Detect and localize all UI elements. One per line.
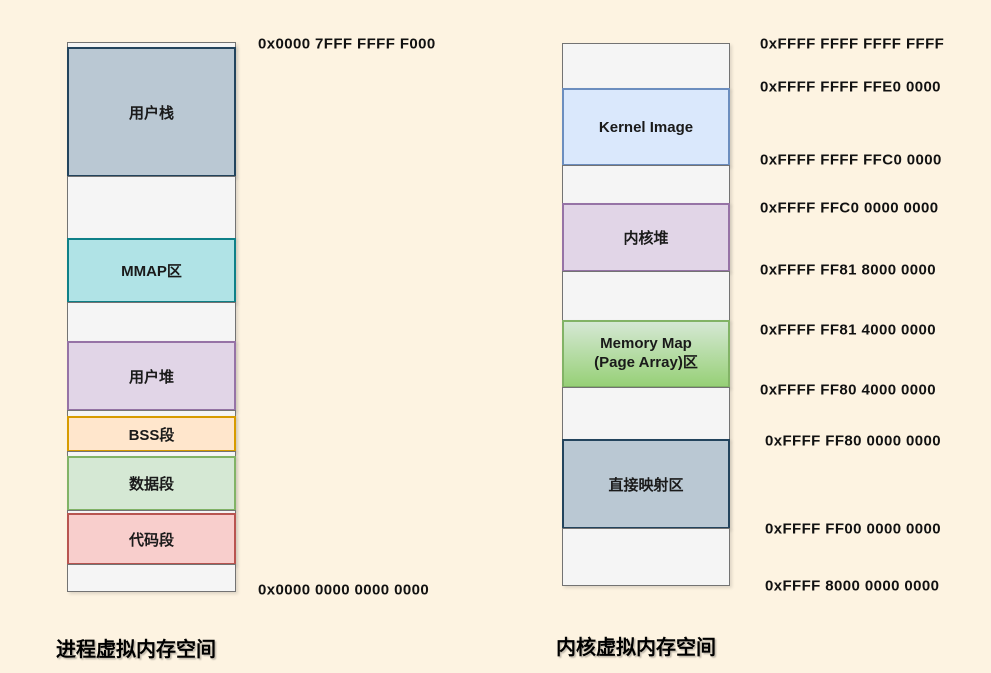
memory-map-label-line2: (Page Array)区 [594,354,698,371]
segment-kernel-image: Kernel Image [562,88,730,166]
address-label-process-top: 0x0000 7FFF FFFF F000 [258,35,436,53]
segment-empty-gap [67,302,236,342]
address-label-kernel: 0xFFFF FF80 0000 0000 [765,432,941,450]
address-label-kernel: 0xFFFF FF81 4000 0000 [760,321,936,339]
address-label-kernel: 0xFFFF FF00 0000 0000 [765,520,941,538]
segment-direct-map: 直接映射区 [562,439,730,529]
segment-empty-bottom [67,564,236,592]
address-label-kernel: 0xFFFF FF81 8000 0000 [760,261,936,279]
segment-empty-gap [562,165,730,204]
segment-empty-top [562,43,730,89]
segment-user-stack: 用户栈 [67,47,236,177]
segment-empty-gap [562,271,730,321]
address-label-process-bottom: 0x0000 0000 0000 0000 [258,581,430,599]
address-label-kernel: 0xFFFF FF80 4000 0000 [760,381,936,399]
address-label-kernel: 0xFFFF FFFF FFE0 0000 [760,78,941,96]
segment-memory-map: Memory Map (Page Array)区 [562,320,730,388]
address-label-kernel: 0xFFFF 8000 0000 0000 [765,577,940,595]
memory-map-label-line1: Memory Map [600,335,692,353]
segment-user-heap: 用户堆 [67,341,236,411]
segment-mmap: MMAP区 [67,238,236,303]
process-space-caption: 进程虚拟内存空间 [56,639,216,661]
address-label-kernel: 0xFFFF FFFF FFC0 0000 [760,151,942,169]
segment-data: 数据段 [67,456,236,511]
address-label-kernel: 0xFFFF FFFF FFFF FFFF [760,35,945,53]
segment-empty-bottom [562,528,730,586]
segment-kernel-heap: 内核堆 [562,203,730,272]
address-label-kernel: 0xFFFF FFC0 0000 0000 [760,199,939,217]
kernel-space-caption: 内核虚拟内存空间 [556,637,716,659]
segment-bss: BSS段 [67,416,236,452]
segment-empty-gap [67,176,236,239]
segment-empty-gap [562,387,730,440]
segment-code: 代码段 [67,513,236,565]
